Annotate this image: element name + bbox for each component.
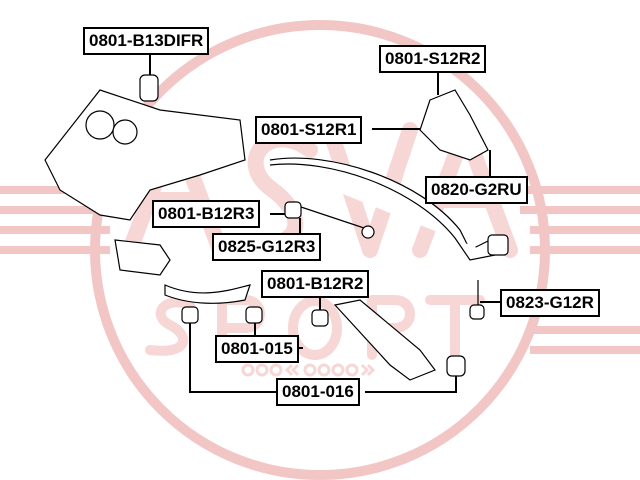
part-label-0801-b12r3: 0801-B12R3 [152,200,261,228]
part-label-0801-s12r1: 0801-S12R1 [255,116,363,144]
watermark-sub-lettering [241,363,376,377]
part-label-0801-s12r2: 0801-S12R2 [379,45,487,73]
watermark-sport-lettering [145,295,485,360]
part-label-0820-g2ru: 0820-G2RU [425,176,528,204]
part-label-0825-g12r3: 0825-G12R3 [212,233,322,261]
part-label-0801-016: 0801-016 [276,378,360,406]
part-label-0801-015: 0801-015 [215,335,299,363]
part-label-0823-g12r: 0823-G12R [500,289,600,317]
parts [44,74,509,381]
part-label-0801-b13difr: 0801-B13DIFR [83,27,210,55]
part-label-0801-b12r2: 0801-B12R2 [261,270,370,298]
